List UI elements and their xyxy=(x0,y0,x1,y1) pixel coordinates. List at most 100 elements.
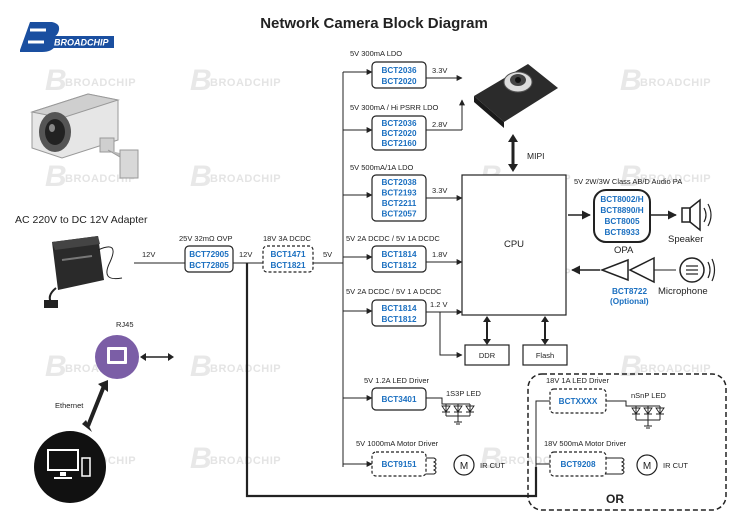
svg-text:B: B xyxy=(45,350,67,383)
alt-motor-title: 18V 500mA Motor Driver xyxy=(544,439,627,448)
led-title: 5V 1.2A LED Driver xyxy=(364,376,430,385)
svg-text:B: B xyxy=(190,160,212,193)
svg-text:BCT1812: BCT1812 xyxy=(381,261,416,270)
svg-text:DDR: DDR xyxy=(479,351,496,360)
svg-text:BCT1821: BCT1821 xyxy=(270,261,305,270)
svg-text:BCT8933: BCT8933 xyxy=(604,228,639,237)
led-driver-block xyxy=(371,387,427,411)
cpu-block xyxy=(461,174,567,316)
svg-text:BROADCHIP: BROADCHIP xyxy=(65,77,136,89)
page-title: Network Camera Block Diagram xyxy=(260,15,488,32)
svg-text:BCT8890/H: BCT8890/H xyxy=(600,206,643,215)
svg-text:1S3P LED: 1S3P LED xyxy=(446,389,481,398)
motor-driver-block xyxy=(371,451,427,477)
speaker-label: Speaker xyxy=(668,234,703,245)
svg-text:B: B xyxy=(190,64,212,97)
svg-text:BROADCHIP: BROADCHIP xyxy=(210,173,281,185)
svg-text:B: B xyxy=(45,160,67,193)
svg-text:BCT2211: BCT2211 xyxy=(382,199,417,208)
svg-text:BCT8005: BCT8005 xyxy=(604,217,639,226)
svg-text:BCTXXXX: BCTXXXX xyxy=(559,397,598,406)
svg-text:BCT9151: BCT9151 xyxy=(381,460,416,469)
svg-text:BCT2020: BCT2020 xyxy=(381,129,416,138)
svg-text:BROADCHIP: BROADCHIP xyxy=(640,363,711,375)
svg-text:12V: 12V xyxy=(239,250,252,259)
svg-text:5V: 5V xyxy=(323,250,332,259)
ldo2-block xyxy=(371,115,427,151)
svg-text:3.3V: 3.3V xyxy=(432,186,447,195)
microphone-icon xyxy=(679,257,716,283)
svg-text:B: B xyxy=(620,350,642,383)
dcdc2-block xyxy=(371,245,427,273)
svg-text:B: B xyxy=(190,350,212,383)
svg-text:BROADCHIP: BROADCHIP xyxy=(640,77,711,89)
svg-text:BCT1471: BCT1471 xyxy=(270,250,305,259)
opamp-icon xyxy=(599,256,655,284)
audio-title: 5V 2W/3W Class AB/D Audio PA xyxy=(574,177,682,186)
alternative-region xyxy=(527,373,727,511)
svg-text:M: M xyxy=(643,461,651,472)
svg-text:BCT2160: BCT2160 xyxy=(381,139,416,148)
power-adapter-image xyxy=(44,236,123,308)
broadchip-logo: BROADCHIP xyxy=(20,22,114,52)
dcdc3-title: 5V 2A DCDC / 5V 1 A DCDC xyxy=(346,287,442,296)
motor-icon: M xyxy=(453,454,475,476)
ethernet-label: Ethernet xyxy=(55,401,84,410)
computer-icon xyxy=(34,431,106,503)
svg-text:BROADCHIP: BROADCHIP xyxy=(640,173,711,185)
svg-text:B: B xyxy=(620,64,642,97)
ldo1-block xyxy=(371,61,427,89)
svg-text:BCT1814: BCT1814 xyxy=(381,304,416,313)
svg-text:BCT2036: BCT2036 xyxy=(381,66,416,75)
coil-icon xyxy=(426,457,437,475)
svg-text:B: B xyxy=(620,160,642,193)
flash-arrow-icon xyxy=(541,316,549,345)
ddr-arrow-icon xyxy=(483,316,491,345)
mic-chip: BCT8722 xyxy=(612,287,647,296)
ovp-title: 25V 32mΩ OVP xyxy=(179,234,233,243)
audio-pa-block xyxy=(593,189,651,243)
alt-motor-driver-block xyxy=(549,451,607,477)
svg-text:IR CUT: IR CUT xyxy=(480,461,505,470)
camera-module-image xyxy=(474,64,558,128)
svg-text:BCT8002/H: BCT8002/H xyxy=(600,195,643,204)
security-camera-image xyxy=(30,93,139,179)
svg-text:BCT2020: BCT2020 xyxy=(381,77,416,86)
adapter-label: AC 220V to DC 12V Adapter xyxy=(15,214,148,226)
svg-text:1.8V: 1.8V xyxy=(432,250,447,259)
ldo1-title: 5V 300mA LDO xyxy=(350,49,402,58)
mic-chip-note: (Optional) xyxy=(610,297,649,306)
ldo3-title: 5V 500mA/1A LDO xyxy=(350,163,414,172)
svg-text:Flash: Flash xyxy=(536,351,554,360)
svg-text:M: M xyxy=(460,461,468,472)
svg-text:B: B xyxy=(480,442,502,475)
alt-led-title: 18V 1A LED Driver xyxy=(546,376,609,385)
svg-text:BROADCHIP: BROADCHIP xyxy=(210,363,281,375)
alt-led-array-icon xyxy=(535,400,665,467)
svg-text:IR CUT: IR CUT xyxy=(663,461,688,470)
svg-text:BROADCHIP: BROADCHIP xyxy=(210,455,281,467)
alt-coil-icon xyxy=(606,457,625,475)
dcdc-title: 18V 3A DCDC xyxy=(263,234,312,243)
microphone-label: Microphone xyxy=(658,286,708,297)
svg-text:BROADCHIP: BROADCHIP xyxy=(54,38,109,48)
svg-text:1.2 V: 1.2 V xyxy=(430,300,448,309)
svg-text:B: B xyxy=(190,442,212,475)
svg-text:BCT72905: BCT72905 xyxy=(189,250,229,259)
dcdc-block xyxy=(262,245,314,273)
mipi-arrow-icon xyxy=(508,134,518,172)
svg-text:BCT2038: BCT2038 xyxy=(381,178,416,187)
dcdc2-title: 5V 2A DCDC / 5V 1A DCDC xyxy=(346,234,440,243)
svg-text:BCT2057: BCT2057 xyxy=(381,210,416,219)
svg-text:2.8V: 2.8V xyxy=(432,120,447,129)
svg-text:nSnP LED: nSnP LED xyxy=(631,391,666,400)
alt-motor-icon: M xyxy=(636,454,658,476)
cpu-label: CPU xyxy=(504,239,524,250)
svg-text:BCT9208: BCT9208 xyxy=(560,460,595,469)
svg-text:12V: 12V xyxy=(142,250,155,259)
svg-text:BROADCHIP: BROADCHIP xyxy=(65,173,136,185)
rj45-port-icon xyxy=(95,335,139,379)
led-array-icon xyxy=(426,397,475,425)
svg-text:BROADCHIP: BROADCHIP xyxy=(210,77,281,89)
